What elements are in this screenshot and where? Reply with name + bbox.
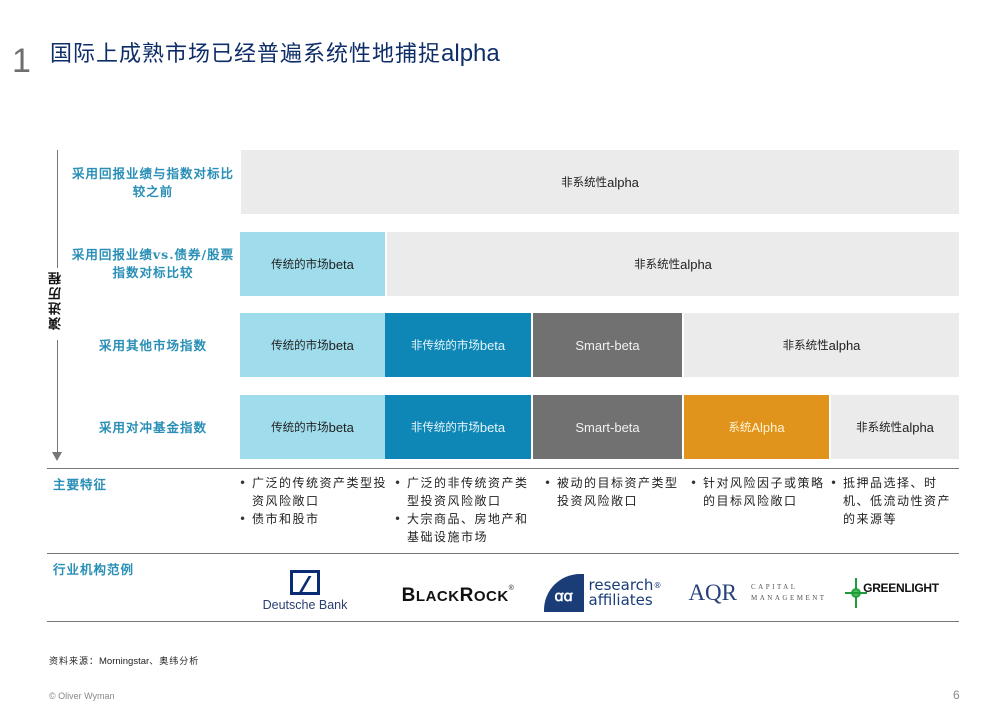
segment-text-latin: beta (328, 337, 354, 353)
page-title: 国际上成熟市场已经普遍系统性地捕捉alpha (50, 36, 500, 68)
divider-features-top (47, 468, 959, 469)
evolution-axis-line-bottom (57, 340, 58, 454)
segment-text-latin: beta (328, 419, 354, 435)
row-label-2: 采用回报业绩vs.债券/股票指数对标比较 (71, 247, 235, 280)
feature-item: 大宗商品、房地产和基础设施市场 (394, 510, 534, 546)
greenlight-star-icon (845, 578, 868, 608)
row-label-1: 采用回报业绩与指数对标比较之前 (71, 166, 234, 199)
evolution-axis-label: 演进历程 (49, 270, 64, 330)
features-label: 主要特征 (53, 477, 108, 492)
segment-text-cn: 系统 (728, 420, 752, 434)
section-number: 1 (12, 42, 31, 80)
feature-item: 针对风险因子或策略的目标风险敞口 (690, 474, 830, 510)
row-label-3: 采用其他市场指数 (98, 338, 207, 353)
segment-text-cn: 非系统性 (782, 338, 829, 352)
segment-text-cn: 非系统性 (634, 257, 681, 271)
segment-smart-beta: Smart-beta (533, 313, 682, 377)
segment-text-cn: 传统的市场 (271, 420, 329, 434)
segment-text-latin: alpha (607, 174, 639, 190)
divider-examples-top (47, 553, 959, 554)
segment-text-latin: alpha (902, 419, 934, 435)
logo-text: AQR (688, 580, 737, 605)
page-title-cn: 国际上成熟市场已经普遍系统性地捕捉 (50, 42, 442, 67)
segment-text-latin: Alpha (751, 419, 785, 435)
segment-text-latin: Smart-beta (575, 419, 640, 435)
logo-greenlight: GREENLIGHT (844, 576, 940, 610)
copyright: © Oliver Wyman (49, 691, 115, 701)
segment-text-cn: 非系统性 (561, 175, 608, 189)
feature-item: 债市和股市 (239, 510, 387, 528)
evolution-axis-line-top (57, 150, 58, 268)
logo-text: GREENLIGHT (863, 581, 939, 595)
segment-text-latin: alpha (680, 256, 712, 272)
logo-research-affiliates: ꭤꭤ research®affiliates (540, 573, 665, 613)
source-note: 资料来源：Morningstar、奥纬分析 (49, 656, 200, 667)
logo-text: research®affiliates (588, 576, 662, 609)
logo-deutsche-bank: Deutsche Bank (250, 570, 360, 612)
segment-text-latin: alpha (828, 337, 861, 353)
features-column-5: 抵押品选择、时机、低流动性资产的来源等 (830, 474, 954, 528)
feature-item: 广泛的非传统资产类型投资风险敞口 (394, 474, 534, 510)
features-column-3: 被动的目标资产类型投资风险敞口 (544, 474, 684, 510)
page-number: 6 (953, 688, 960, 702)
logo-text: Deutsche Bank (262, 598, 348, 612)
feature-item: 广泛的传统资产类型投资风险敞口 (239, 474, 387, 510)
research-affiliates-mark-icon: ꭤꭤ (543, 574, 584, 612)
page-title-latin: alpha (441, 40, 500, 67)
features-column-1: 广泛的传统资产类型投资风险敞口 债市和股市 (239, 474, 387, 528)
segment-text-cn: 传统的市场 (271, 257, 329, 271)
segment-text-cn: 非系统性 (856, 420, 903, 434)
segment-text-cn: 传统的市场 (271, 338, 329, 352)
row-label-4: 采用对冲基金指数 (98, 420, 207, 435)
segment-text-latin: beta (479, 419, 506, 435)
segment-text-latin: Smart-beta (575, 337, 640, 353)
feature-item: 抵押品选择、时机、低流动性资产的来源等 (830, 474, 954, 528)
features-column-4: 针对风险因子或策略的目标风险敞口 (690, 474, 830, 510)
feature-item: 被动的目标资产类型投资风险敞口 (544, 474, 684, 510)
logo-text: BLACKROCK® (401, 585, 515, 606)
divider-examples-bottom (47, 621, 959, 622)
segment-text-cn: 非传统的市场 (410, 420, 480, 434)
segment-text-latin: beta (479, 337, 506, 353)
segment-smart-beta: Smart-beta (533, 395, 682, 459)
segment-text-cn: 非传统的市场 (410, 338, 480, 352)
logo-blackrock: BLACKROCK® (398, 582, 518, 610)
evolution-arrow-icon (52, 452, 62, 461)
deutsche-bank-slash-icon (290, 570, 320, 595)
segment-text-latin: beta (328, 256, 354, 272)
examples-label: 行业机构范例 (53, 562, 135, 577)
features-column-2: 广泛的非传统资产类型投资风险敞口 大宗商品、房地产和基础设施市场 (394, 474, 534, 546)
